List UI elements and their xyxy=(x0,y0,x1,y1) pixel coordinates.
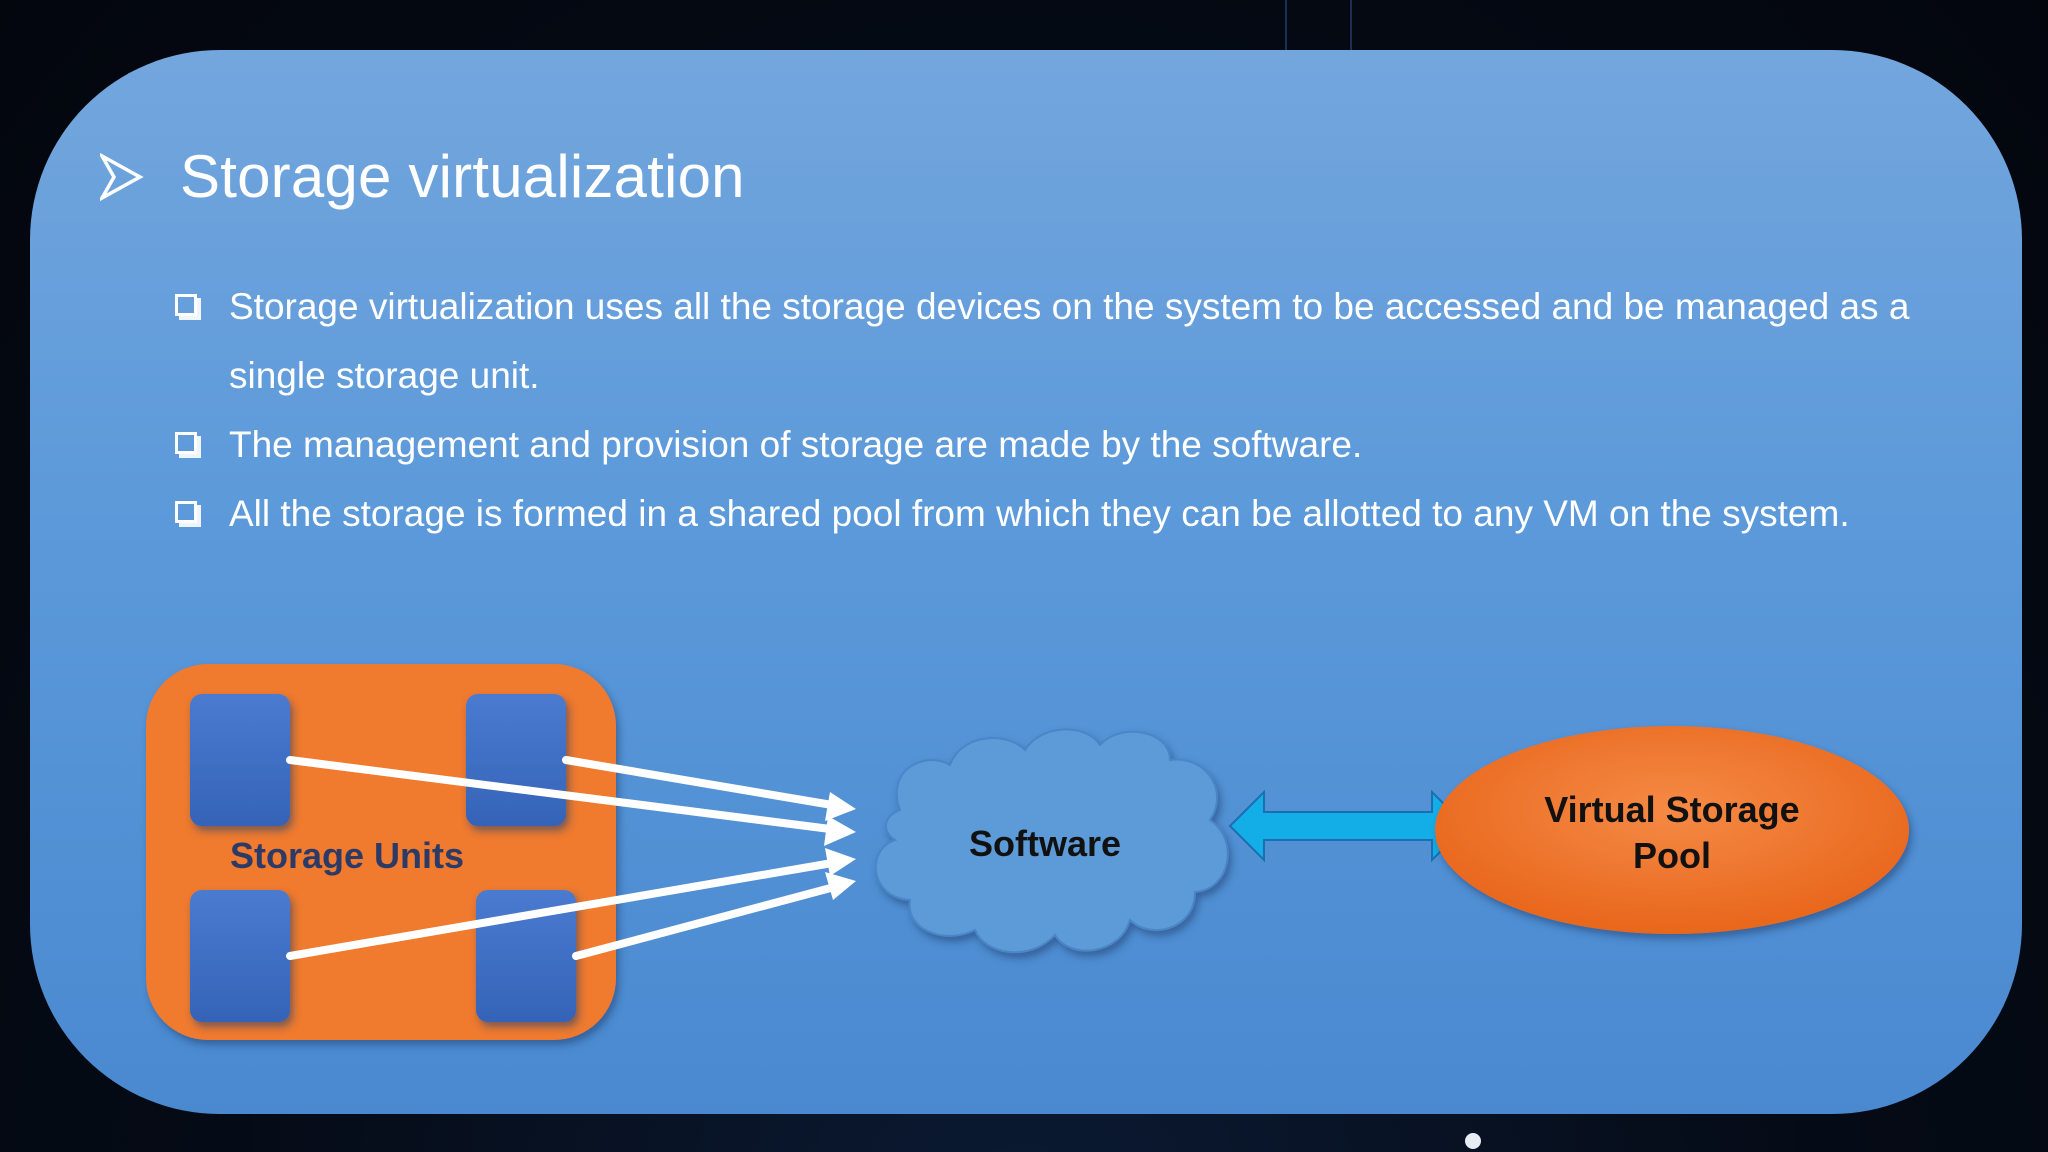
storage-to-software-arrows xyxy=(286,756,842,960)
storage-unit xyxy=(466,694,566,826)
bullet-text: All the storage is formed in a shared po… xyxy=(229,493,1850,534)
arrowhead xyxy=(825,848,856,876)
bidirectional-arrow xyxy=(1228,789,1468,863)
arrowhead xyxy=(824,816,856,846)
arrow-line xyxy=(286,858,842,960)
virtual-storage-pool xyxy=(1435,726,1909,934)
background-line xyxy=(1285,0,1287,50)
checkbox-bullet-icon xyxy=(175,501,197,523)
arrowhead xyxy=(825,872,856,900)
storage-units-label: Storage Units xyxy=(230,835,464,876)
arrowheads xyxy=(824,792,856,900)
page-title: Storage virtualization xyxy=(180,143,745,210)
arrowhead xyxy=(825,792,856,821)
bullet-text: The management and provision of storage … xyxy=(229,424,1363,465)
software-label: Software xyxy=(969,823,1121,864)
bullet-list: Storage virtualization uses all the stor… xyxy=(175,272,1975,548)
cursor-dot xyxy=(1465,1133,1481,1149)
arrow-line xyxy=(572,882,842,960)
arrow-line xyxy=(562,756,842,810)
heading-row: Storage virtualization xyxy=(100,142,745,212)
arrow-bullet-icon xyxy=(100,152,144,202)
bullet-item: Storage virtualization uses all the stor… xyxy=(175,272,1975,410)
slide-panel: Storage virtualization Storage virtualiz… xyxy=(30,50,2022,1114)
storage-diagram: Storage Units Software Virtual Storage P… xyxy=(146,664,1909,1040)
storage-unit xyxy=(190,890,290,1022)
checkbox-bullet-icon xyxy=(175,294,197,316)
software-cloud xyxy=(874,728,1229,954)
bullet-text: Storage virtualization uses all the stor… xyxy=(229,286,1910,396)
bullet-item: The management and provision of storage … xyxy=(175,410,1975,479)
arrow-line xyxy=(286,756,842,834)
pool-label-line2: Pool xyxy=(1633,835,1711,876)
checkbox-bullet-icon xyxy=(175,432,197,454)
bullet-item: All the storage is formed in a shared po… xyxy=(175,479,1975,548)
pool-label-line1: Virtual Storage xyxy=(1544,789,1799,830)
background-line xyxy=(1350,0,1352,50)
storage-unit xyxy=(190,694,290,826)
